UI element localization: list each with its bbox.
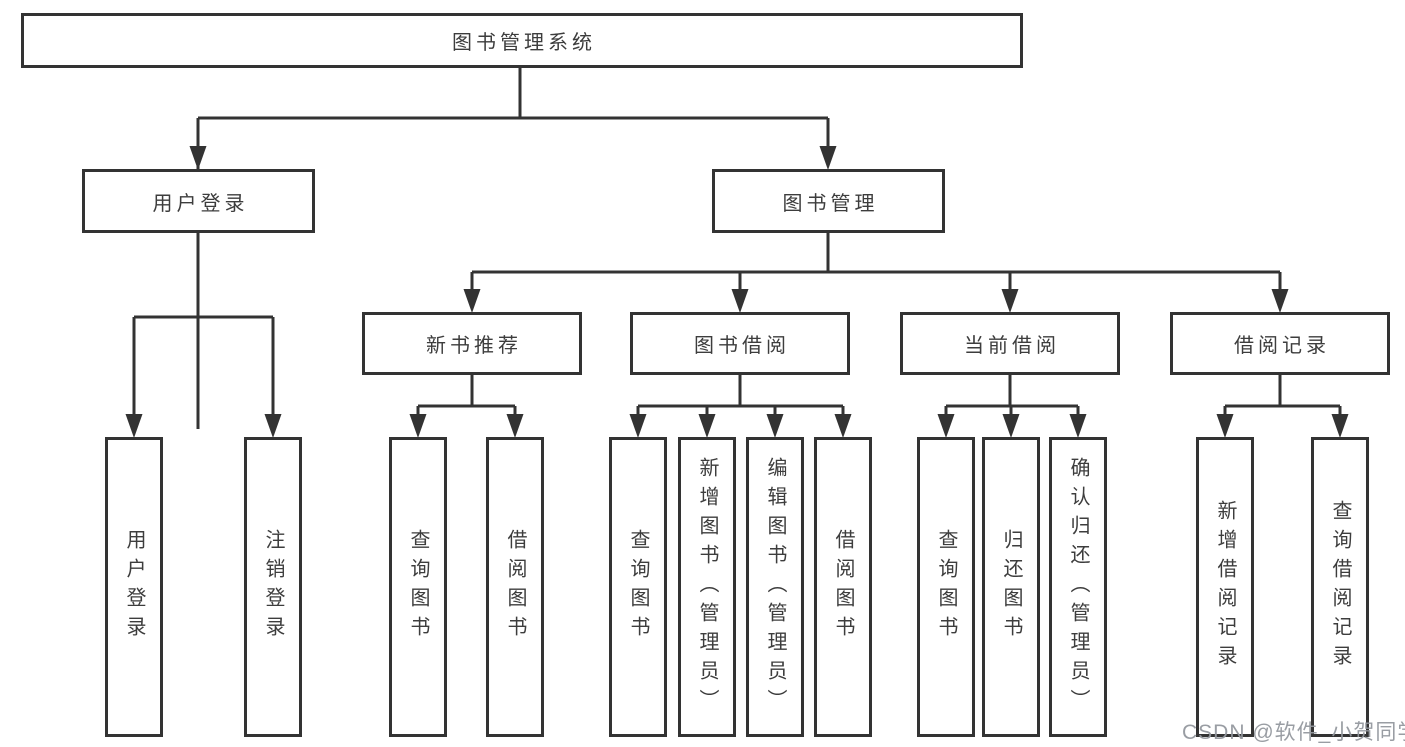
node-label: 确认归还（管理员） [1067, 456, 1089, 718]
node-label: 图书借阅 [694, 335, 790, 357]
node-leaf-add-books-admin: 新增图书（管理员） [678, 437, 736, 737]
node-root-system: 图书管理系统 [21, 13, 1023, 68]
node-leaf-logout: 注销登录 [244, 437, 302, 737]
node-label: 新书推荐 [426, 335, 522, 357]
node-label: 用户登录 [123, 529, 145, 645]
node-leaf-edit-books-admin: 编辑图书（管理员） [746, 437, 804, 737]
node-current-borrowing: 当前借阅 [900, 312, 1120, 375]
node-book-management: 图书管理 [712, 169, 945, 233]
node-label: 查询图书 [935, 529, 957, 645]
node-leaf-return-books: 归还图书 [982, 437, 1040, 737]
node-label: 借阅图书 [504, 529, 526, 645]
node-label: 借阅记录 [1234, 335, 1330, 357]
node-user-login: 用户登录 [82, 169, 315, 233]
node-label: 注销登录 [262, 529, 284, 645]
node-label: 查询借阅记录 [1329, 500, 1351, 674]
node-label: 查询图书 [407, 529, 429, 645]
node-label: 新增图书（管理员） [696, 456, 718, 718]
node-leaf-borrow-books-1: 借阅图书 [486, 437, 544, 737]
arrowhead-group [125, 146, 1349, 438]
node-label: 图书管理 [782, 192, 879, 215]
node-label: 图书管理系统 [452, 32, 596, 54]
node-label: 当前借阅 [964, 335, 1060, 357]
node-label: 查询图书 [627, 529, 649, 645]
node-leaf-borrow-books-2: 借阅图书 [814, 437, 872, 737]
node-leaf-query-books-2: 查询图书 [609, 437, 667, 737]
node-label: 借阅图书 [832, 529, 854, 645]
node-label: 编辑图书（管理员） [764, 456, 786, 718]
node-borrow-records: 借阅记录 [1170, 312, 1390, 375]
node-leaf-user-login: 用户登录 [105, 437, 163, 737]
node-label: 归还图书 [1000, 529, 1022, 645]
node-leaf-query-borrow-record: 查询借阅记录 [1311, 437, 1369, 737]
node-leaf-query-books-1: 查询图书 [389, 437, 447, 737]
node-leaf-query-books-3: 查询图书 [917, 437, 975, 737]
node-label: 用户登录 [152, 192, 249, 215]
node-new-book-recommend: 新书推荐 [362, 312, 582, 375]
csdn-watermark: CSDN @软件_小贺同学 [1182, 721, 1405, 744]
node-book-borrowing: 图书借阅 [630, 312, 850, 375]
node-label: 新增借阅记录 [1214, 500, 1236, 674]
node-leaf-confirm-return-admin: 确认归还（管理员） [1049, 437, 1107, 737]
node-leaf-add-borrow-record: 新增借阅记录 [1196, 437, 1254, 737]
